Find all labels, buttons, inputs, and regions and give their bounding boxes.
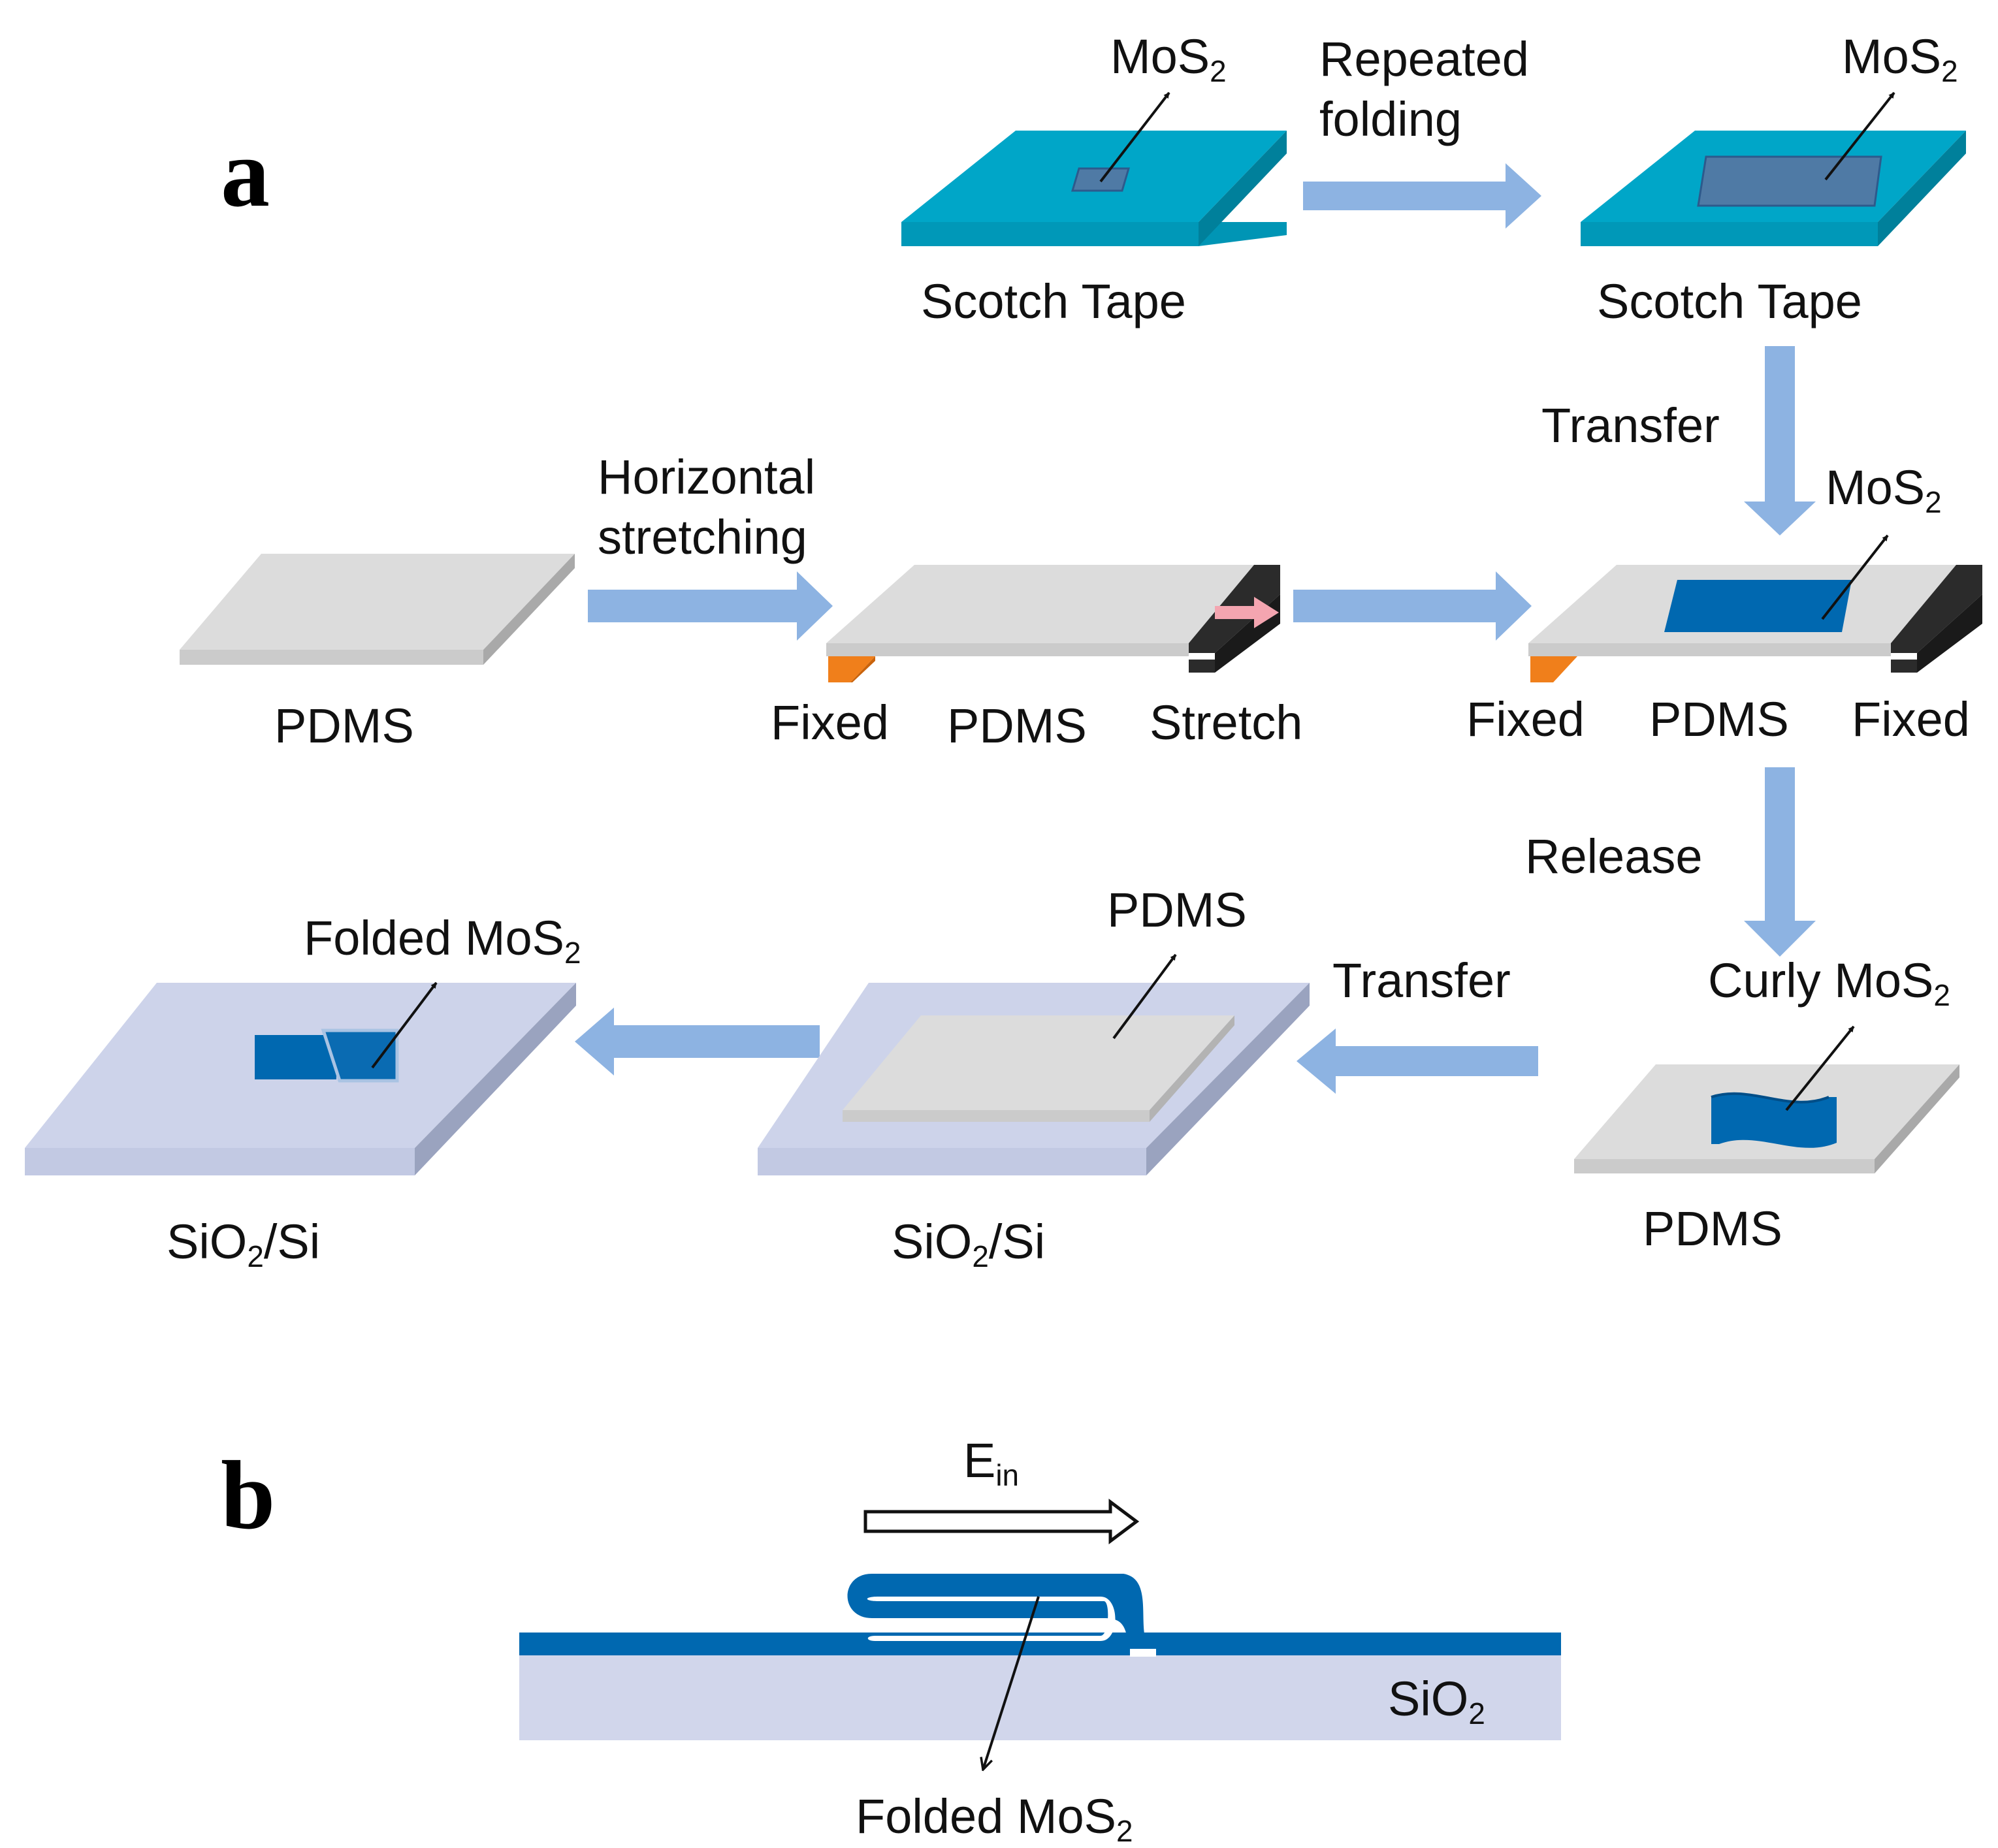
panel-label-b: b [221,1441,276,1550]
label-pdms-curly: PDMS [1643,1202,1782,1256]
label-folded-mos2-a: Folded MoS2 [304,911,581,970]
pdms-plain [180,554,575,665]
panel-b-cross-section [519,1499,1561,1770]
arrow-transfer-down [1744,346,1816,535]
fixed-clamp-3 [1891,565,1982,653]
label-mos2-1: MoS2 [1110,29,1227,88]
sio2-substrate [519,1655,1561,1740]
process-arrows [575,163,1816,1094]
label-mos2-3: MoS2 [1826,460,1942,519]
pointer-arrow-folded-b [983,1596,1040,1770]
arrow-horizontal-stretching [588,571,833,641]
mos2-sheet [1664,580,1852,632]
fold-gap-1 [867,1597,1116,1641]
pointer-arrow-mos2-1 [1099,91,1170,183]
label-sio2-b: SiO2 [1388,1672,1485,1730]
arrow-to-folded [575,1008,820,1075]
scotch-tape-1 [901,91,1287,246]
pdms-stretched [826,565,1280,682]
label-pdms-plain: PDMS [274,699,414,753]
e-in-arrow [863,1499,1140,1544]
arrow-release [1744,767,1816,957]
fixed-clamp-1 [828,656,875,682]
sio2si-with-pdms [758,953,1310,1175]
label-pdms-transfer: PDMS [1649,692,1789,746]
label-stretch: Stretch [1150,695,1303,750]
folded-mos2-right [321,1028,399,1083]
scotch-tape-2 [1581,91,1966,246]
label-scotch-tape-2: Scotch Tape [1597,274,1862,328]
panel-label-a: a [221,119,270,227]
label-sio2si-1: SiO2/Si [167,1215,321,1273]
pdms-with-mos2 [1528,534,1982,682]
label-curly-mos2: Curly MoS2 [1708,953,1950,1012]
pointer-arrow-pdms [1112,953,1177,1040]
label-fixed-3: Fixed [1852,692,1970,746]
arrow-transfer-left [1297,1028,1538,1094]
label-scotch-tape-1: Scotch Tape [921,274,1186,328]
arrow-to-transfer [1293,571,1532,641]
label-sio2si-2: SiO2/Si [892,1215,1046,1273]
curly-mos2 [1711,1093,1837,1148]
arrow-repeated-folding [1303,163,1541,229]
sio2si-with-folded-mos2 [25,981,576,1175]
label-transfer-left: Transfer [1332,953,1511,1008]
fold-outer [847,1574,1166,1655]
pdms-stamp [843,1015,1234,1110]
pointer-arrow-curly [1785,1025,1855,1111]
label-pdms-stretch: PDMS [947,699,1087,753]
label-e-in: Ein [963,1433,1020,1492]
label-mos2-2: MoS2 [1842,29,1958,88]
label-release: Release [1525,829,1703,884]
folded-mos2-left [255,1035,336,1079]
label-pdms-on-sio2: PDMS [1107,883,1247,937]
pointer-arrow-mos2-3 [1821,534,1889,620]
label-fixed-1: Fixed [771,695,889,750]
fixed-clamp-2 [1530,656,1577,682]
stretch-direction-arrow [1215,597,1279,628]
label-folded-mos2-b: Folded MoS2 [856,1789,1133,1848]
label-fixed-2: Fixed [1466,692,1585,746]
pointer-arrow-folded [371,981,438,1069]
label-transfer-down: Transfer [1541,398,1720,453]
pointer-arrow-mos2-2 [1824,91,1895,181]
pdms-curly [1574,1025,1959,1173]
